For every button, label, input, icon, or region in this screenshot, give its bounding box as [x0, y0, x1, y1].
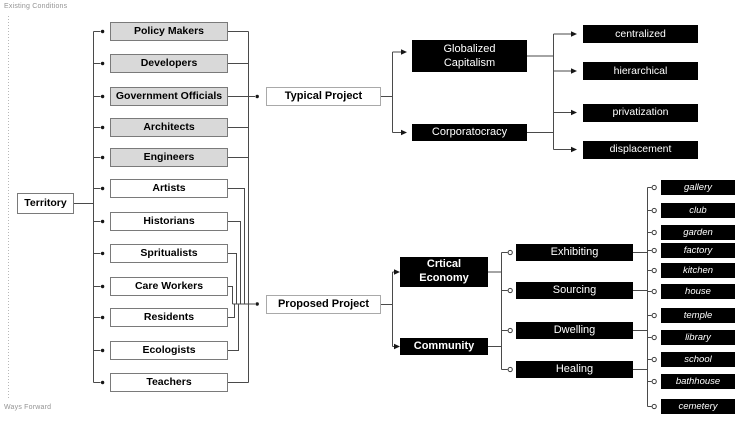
existing-conditions-label: Existing Conditions — [4, 3, 68, 10]
node-typical-project: Typical Project — [266, 87, 381, 106]
node-cemetery: cemetery — [661, 399, 735, 414]
node-bathhouse: bathhouse — [661, 374, 735, 389]
node-territory: Territory — [17, 193, 74, 214]
node-architects: Architects — [110, 118, 228, 137]
node-policy-makers: Policy Makers — [110, 22, 228, 41]
node-proposed-project: Proposed Project — [266, 295, 381, 314]
ways-forward-label: Ways Forward — [4, 404, 52, 411]
connector-circle-ports — [507, 184, 657, 410]
node-care-workers: Care Workers — [110, 277, 228, 296]
node-spritualists: Spritualists — [110, 244, 228, 263]
node-teachers: Teachers — [110, 373, 228, 392]
node-school: school — [661, 352, 735, 367]
node-garden: garden — [661, 225, 735, 240]
node-house: house — [661, 284, 735, 299]
node-club: club — [661, 203, 735, 218]
node-gallery: gallery — [661, 180, 735, 195]
node-exhibiting: Exhibiting — [516, 244, 633, 261]
node-government-officials: Government Officials — [110, 87, 228, 106]
node-dwelling: Dwelling — [516, 322, 633, 339]
node-engineers: Engineers — [110, 148, 228, 167]
connector-arrowheads — [394, 31, 577, 350]
node-hierarchical: hierarchical — [583, 62, 698, 80]
node-artists: Artists — [110, 179, 228, 198]
node-ecologists: Ecologists — [110, 341, 228, 360]
node-developers: Developers — [110, 54, 228, 73]
node-historians: Historians — [110, 212, 228, 231]
connector-dot-terminals — [100, 29, 259, 385]
node-globalized-capitalism: Globalized Capitalism — [412, 40, 527, 72]
node-displacement: displacement — [583, 140, 698, 159]
node-centralized: centralized — [583, 25, 698, 43]
node-healing: Healing — [516, 361, 633, 378]
node-temple: temple — [661, 308, 735, 323]
node-factory: factory — [661, 243, 735, 258]
connector-lines — [8, 16, 652, 407]
node-privatization: privatization — [583, 103, 698, 122]
node-crtical-economy: Crtical Economy — [400, 257, 488, 287]
node-community: Community — [400, 338, 488, 355]
node-residents: Residents — [110, 308, 228, 327]
node-kitchen: kitchen — [661, 263, 735, 278]
node-sourcing: Sourcing — [516, 282, 633, 299]
node-corporatocracy: Corporatocracy — [412, 124, 527, 141]
node-library: library — [661, 330, 735, 345]
